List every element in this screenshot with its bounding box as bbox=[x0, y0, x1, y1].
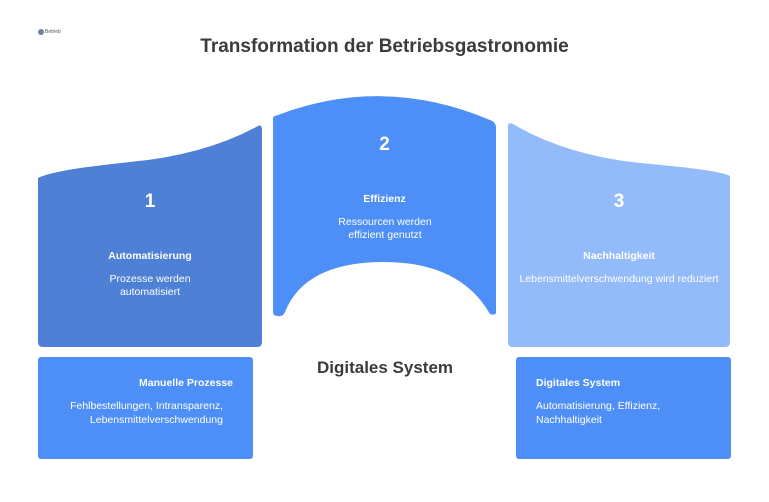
logo-text: Betrieb bbox=[45, 29, 61, 35]
pillar-1-label: Automatisierung bbox=[108, 250, 192, 262]
pillar-2-description: Ressourcen werden effizient genutzt bbox=[338, 216, 432, 241]
pillar-2-number: 2 bbox=[379, 134, 390, 155]
manual-processes-title: Manuelle Prozesse bbox=[139, 377, 233, 389]
pillar-1-number: 1 bbox=[144, 191, 156, 212]
pillar-3-label: Nachhaltigkeit bbox=[583, 250, 655, 262]
digital-system-box-description: Automatisierung, Effizienz, Nachhaltigke… bbox=[536, 400, 661, 426]
digital-system-box: Digitales System Automatisierung, Effizi… bbox=[516, 357, 731, 459]
pillar-3-number: 3 bbox=[613, 191, 625, 212]
center-title: Digitales System bbox=[316, 358, 454, 377]
pillar-3-shape bbox=[508, 123, 730, 347]
pillar-2-label: Effizienz bbox=[363, 193, 406, 205]
digital-system-box-title: Digitales System bbox=[536, 377, 621, 389]
page-title: Transformation der Betriebsgastronomie bbox=[200, 36, 569, 57]
pillar-1-description: Prozesse werden automatisiert bbox=[109, 273, 191, 298]
pillar-3-description: Lebensmittelverschwendung wird reduziert bbox=[519, 273, 719, 285]
logo-icon bbox=[38, 29, 44, 35]
manual-processes-description: Fehlbestellungen, Intransparenz, Lebensm… bbox=[70, 400, 223, 426]
pillar-1-shape bbox=[38, 125, 262, 347]
manual-processes-box: Manuelle Prozesse Fehlbestellungen, Intr… bbox=[38, 357, 253, 459]
logo: Betrieb bbox=[38, 28, 61, 36]
pillar-2-shape bbox=[273, 96, 496, 317]
